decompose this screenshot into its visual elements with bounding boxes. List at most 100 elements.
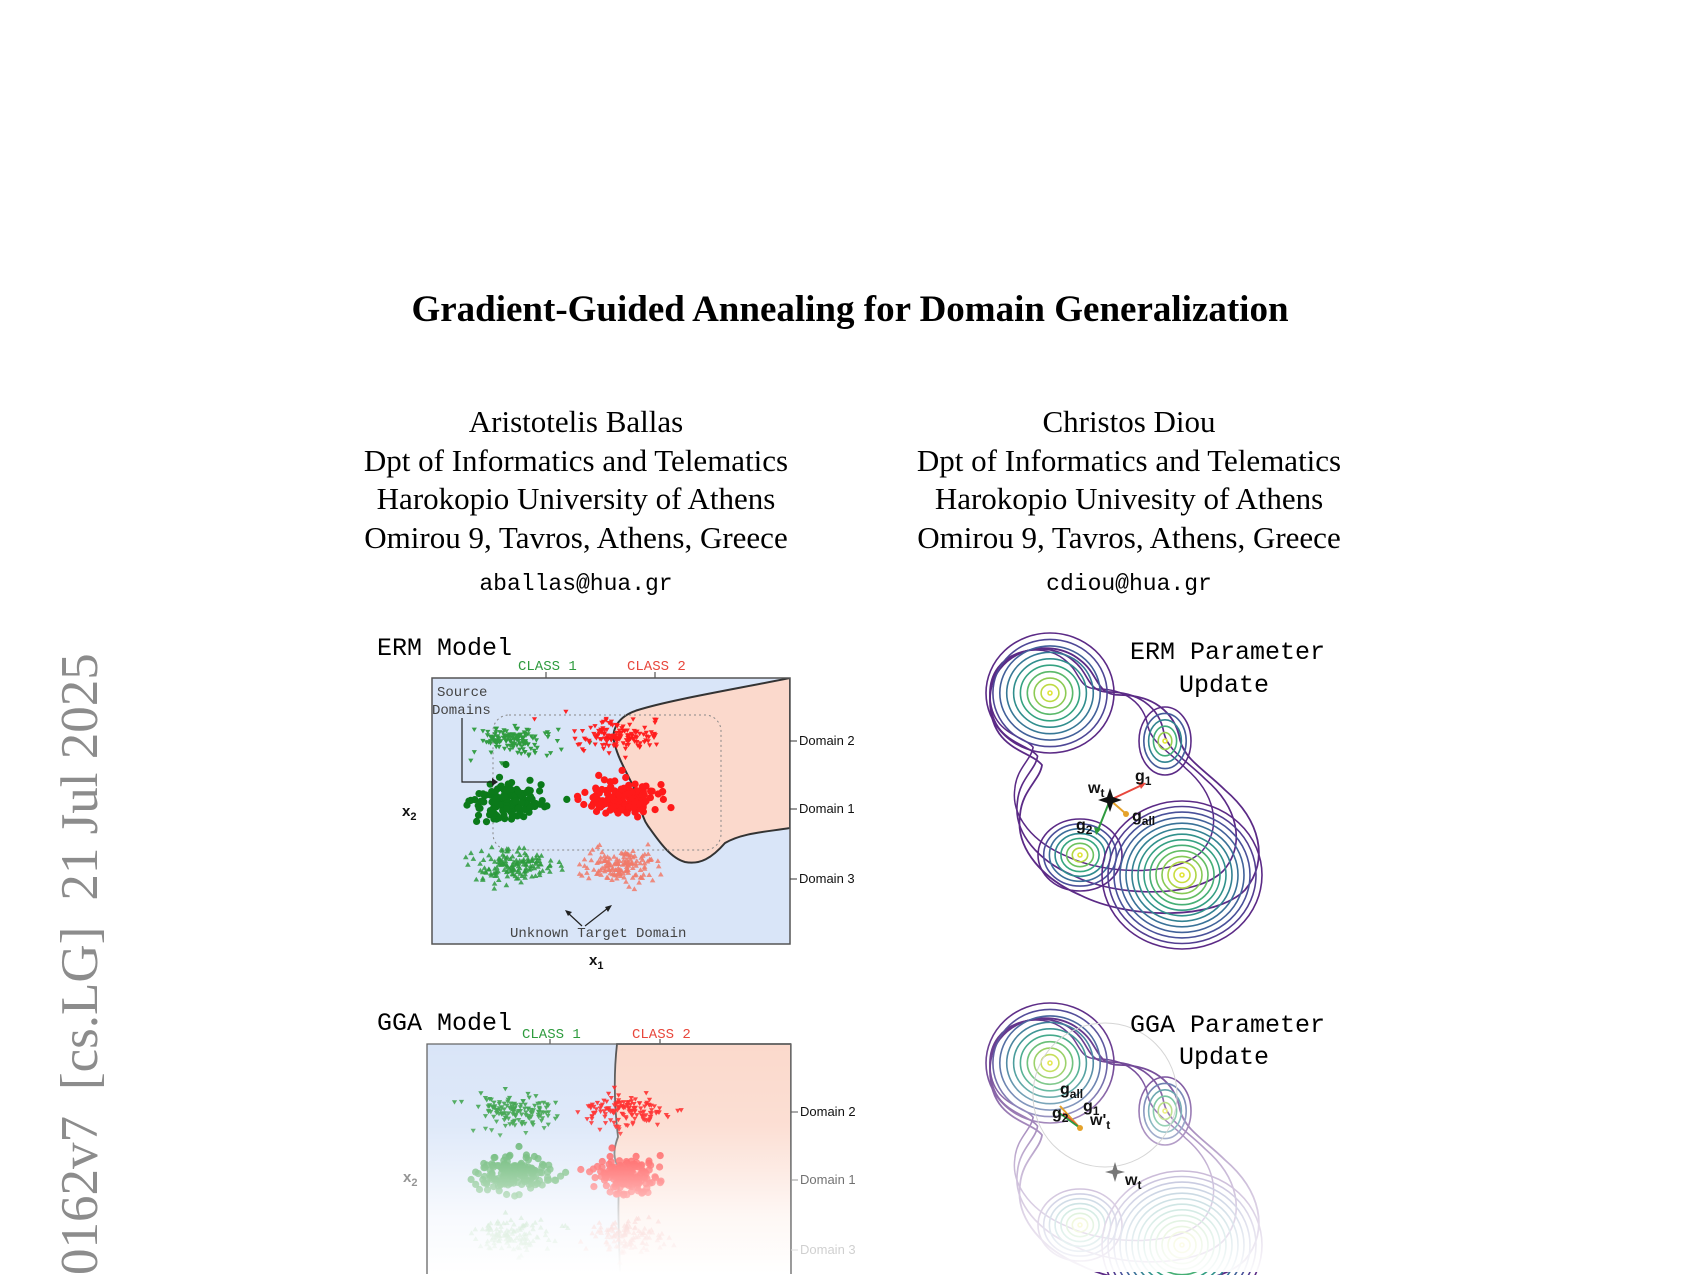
gga-update-title-2: Update xyxy=(1179,1043,1269,1072)
scatter-point xyxy=(501,733,507,738)
scatter-point xyxy=(543,802,551,810)
scatter-point xyxy=(486,866,492,872)
erm-domain-3-label: Domain 3 xyxy=(799,871,855,886)
scatter-point xyxy=(547,857,554,863)
contour-line xyxy=(1071,847,1089,863)
author-university: Harokopio Univesity of Athens xyxy=(934,481,1324,516)
scatter-point xyxy=(639,853,646,858)
contour-line xyxy=(992,638,1108,748)
erm-class1-domain2-cluster xyxy=(468,723,593,766)
scatter-point xyxy=(597,854,604,860)
scatter-point xyxy=(526,803,534,811)
scatter-point xyxy=(534,745,540,751)
scatter-point xyxy=(608,719,614,724)
scatter-point xyxy=(522,871,528,877)
erm-xlabel: x1 xyxy=(589,952,603,972)
scatter-point xyxy=(642,797,650,805)
scatter-point xyxy=(619,861,626,867)
author-name: Christos Diou xyxy=(1042,404,1216,439)
scatter-point xyxy=(471,750,477,755)
scatter-point xyxy=(516,845,522,850)
scatter-point xyxy=(507,747,513,753)
erm-domain-2-label: Domain 2 xyxy=(799,733,855,748)
scatter-point xyxy=(503,882,510,888)
scatter-point xyxy=(601,853,608,859)
scatter-point xyxy=(624,859,631,865)
scatter-point xyxy=(653,742,660,747)
scatter-point xyxy=(509,853,516,859)
scatter-point xyxy=(571,729,578,734)
contour-line xyxy=(1131,827,1233,923)
author-email[interactable]: cdiou@hua.gr xyxy=(1046,571,1212,597)
scatter-point xyxy=(480,875,486,881)
scatter-point xyxy=(536,869,543,875)
scatter-point xyxy=(488,750,494,755)
scatter-point xyxy=(500,861,506,867)
scatter-point xyxy=(468,758,474,763)
scatter-point xyxy=(621,854,627,860)
scatter-point xyxy=(504,868,510,874)
scatter-point xyxy=(538,852,545,858)
scatter-point xyxy=(492,795,501,803)
scatter-point xyxy=(501,728,507,733)
erm-scatter xyxy=(463,709,675,892)
erm-class1-domain3-cluster xyxy=(463,844,565,891)
scatter-point xyxy=(601,732,607,737)
erm-loss-contours xyxy=(985,632,1263,950)
scatter-point xyxy=(641,860,648,866)
erm-target-label: Unknown Target Domain xyxy=(510,926,686,942)
gga-annealing-neighborhood xyxy=(1032,1022,1178,1168)
arxiv-date: 21 Jul 2025 xyxy=(51,653,109,901)
scatter-point xyxy=(655,863,662,869)
gga-class1-label: CLASS 1 xyxy=(522,1027,581,1043)
scatter-point xyxy=(612,860,619,866)
scatter-point xyxy=(531,748,537,754)
gga-class2-label: CLASS 2 xyxy=(632,1027,691,1043)
scatter-point xyxy=(502,805,511,813)
erm-source-arrow xyxy=(461,718,492,783)
scatter-point xyxy=(517,852,523,857)
scatter-point xyxy=(581,863,588,868)
scatter-point xyxy=(620,741,626,746)
scatter-point xyxy=(581,856,588,862)
scatter-point xyxy=(486,811,494,819)
contour-line xyxy=(1005,651,1095,735)
scatter-point xyxy=(488,856,494,862)
scatter-point xyxy=(519,736,525,741)
scatter-point xyxy=(471,727,477,732)
scatter-point xyxy=(494,726,500,731)
scatter-point xyxy=(492,873,498,878)
scatter-point xyxy=(634,813,642,821)
scatter-point xyxy=(507,785,515,793)
scatter-point xyxy=(477,861,483,866)
scatter-point xyxy=(508,779,516,787)
scatter-point xyxy=(515,875,521,881)
erm-domain-ticks xyxy=(790,740,797,880)
scatter-point xyxy=(616,858,623,863)
scatter-point xyxy=(601,857,607,863)
author-email[interactable]: aballas@hua.gr xyxy=(479,571,673,597)
scatter-point xyxy=(604,727,610,733)
erm-model-figure: ERM Model CLASS 1 CLASS 2 Source Domains… xyxy=(377,634,855,972)
scatter-point xyxy=(581,788,589,796)
scatter-point xyxy=(642,725,648,731)
scatter-point xyxy=(645,851,651,856)
scatter-point xyxy=(484,733,491,738)
scatter-point xyxy=(637,741,643,746)
scatter-point xyxy=(604,739,610,744)
gga-gall-label: gall xyxy=(1060,1081,1083,1101)
erm-g2-label: g2 xyxy=(1076,817,1093,837)
scatter-point xyxy=(523,865,529,871)
scatter-point xyxy=(478,848,485,854)
scatter-point xyxy=(495,735,501,740)
scatter-point xyxy=(633,863,639,868)
scatter-point xyxy=(536,872,543,878)
scatter-point xyxy=(468,850,474,856)
scatter-point xyxy=(475,804,483,812)
scatter-point xyxy=(504,873,511,879)
scatter-point xyxy=(516,860,522,866)
scatter-point xyxy=(620,851,626,856)
scatter-point xyxy=(525,856,531,861)
scatter-point xyxy=(620,724,626,729)
scatter-point xyxy=(510,745,516,751)
